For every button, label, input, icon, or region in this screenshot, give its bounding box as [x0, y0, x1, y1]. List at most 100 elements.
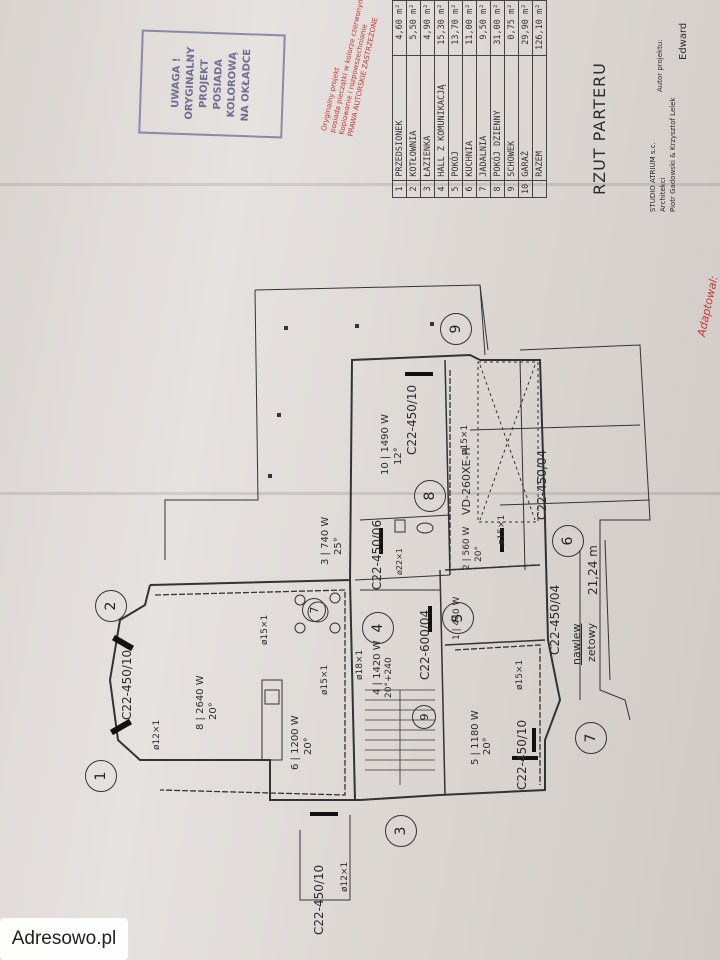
room-temp-label: 25° — [333, 537, 344, 555]
table-cell: POKÓJ DZIENNY — [490, 55, 505, 181]
grid-marker: 7 — [302, 598, 326, 622]
room-load-label: 6 | 1200 W — [290, 715, 301, 770]
vent-label: VD-260XE-H — [460, 447, 473, 515]
table-cell: 4,60 m² — [392, 0, 407, 56]
table-cell: ŁAZIENKA — [420, 55, 435, 181]
fold-line — [0, 492, 720, 495]
table-cell: 11,00 m² — [462, 0, 477, 56]
pipe-label: ø15×1 — [515, 659, 525, 690]
room-temp-label: 20° — [482, 737, 493, 755]
grid-marker: 6 — [552, 525, 584, 557]
dimension-label: 21,24 m — [586, 545, 600, 595]
author-label: Autor projektu: — [656, 39, 664, 92]
table-cell: 8 — [490, 180, 505, 198]
room-load-label: 10 | 1490 W — [380, 414, 391, 475]
table-cell: 2 — [406, 180, 421, 198]
table-cell: KUCHNIA — [462, 55, 477, 181]
radiator-label: C22-450/04 — [535, 449, 549, 520]
warning-stamp: UWAGA ! ORYGINALNY PROJEKT POSIADA KOLOR… — [138, 29, 286, 139]
table-cell: 5 — [448, 180, 463, 198]
table-cell: 9 — [504, 180, 519, 198]
radiator-label: C22-450/06 — [370, 519, 384, 590]
radiator-label: C22-450/10 — [515, 719, 529, 790]
fold-line — [0, 183, 720, 186]
room-temp-label: 12° — [393, 447, 404, 465]
table-cell: 31,00 m² — [490, 0, 505, 56]
room-load-label: 4 | 1420 W — [372, 640, 383, 695]
grid-marker: 2 — [95, 590, 127, 622]
firm-line: Architekci — [659, 177, 667, 212]
table-cell — [532, 180, 547, 198]
grid-marker: 3 — [385, 815, 417, 847]
grid-marker: 5 — [442, 602, 474, 634]
page-title: RZUT PARTERU — [590, 62, 609, 195]
stamp-line: NA OKŁADCE — [239, 48, 254, 122]
room-temp-label: 20° — [208, 702, 219, 720]
firm-line: Piotr Gadowski & Krzysztof Lelek — [669, 97, 677, 212]
room-temp-label: 20° — [474, 546, 484, 562]
pipe-label: ø18×1 — [355, 649, 365, 680]
table-cell: 29,90 m² — [518, 0, 533, 56]
room-load-label: 8 | 2640 W — [195, 675, 206, 730]
room-load-label: 3 | 740 W — [320, 516, 331, 565]
stamp-line: POSIADA KOLOROWĄ — [212, 51, 240, 118]
radiator-label: C22-450/10 — [120, 649, 134, 720]
grid-marker: 1 — [85, 760, 117, 792]
table-cell: KOTŁOWNIA — [406, 55, 421, 181]
radiator-label: C22-450/10 — [312, 864, 326, 935]
table-cell: GARAŻ — [518, 55, 533, 181]
table-cell: POKÓJ — [448, 55, 463, 181]
room-load-label: 5 | 1180 W — [470, 710, 481, 765]
table-cell: 9,50 m² — [476, 0, 491, 56]
stamp-line: ORYGINALNY PROJEKT — [183, 46, 211, 120]
pipe-label: ø15×1 — [460, 424, 470, 455]
table-cell: 6 — [462, 180, 477, 198]
radiator-label: C22-600/04 — [418, 609, 432, 680]
pipe-label: ø22×1 — [395, 548, 404, 575]
note-label: nawlew — [570, 623, 583, 665]
room-temp-label: 20°+240 — [384, 657, 394, 698]
table-cell: 5,50 m² — [406, 0, 421, 56]
table-cell: 4 — [434, 180, 449, 198]
note-label: zetowy — [585, 622, 598, 662]
pipe-label: ø15×1 — [497, 514, 507, 545]
pipe-label: ø12×1 — [152, 719, 162, 750]
pipe-label: ø12×1 — [340, 861, 350, 892]
pipe-label: ø15×1 — [320, 664, 330, 695]
radiator-label: C22-450/10 — [405, 384, 419, 455]
grid-marker: 9 — [412, 705, 436, 729]
table-cell: 4,90 m² — [420, 0, 435, 56]
grid-marker: 8 — [414, 480, 446, 512]
table-cell: SCHOWEK — [504, 55, 519, 181]
table-cell: RAZEM — [532, 55, 547, 181]
table-cell: 13,70 m² — [448, 0, 463, 56]
firm-name: STUDIO ATRIUM s.c. — [649, 142, 657, 212]
table-cell: PRZEDSIONEK — [392, 55, 407, 181]
room-load-label: 2 | 560 W — [462, 526, 472, 570]
table-cell: 15,30 m² — [434, 0, 449, 56]
pipe-label: ø15×1 — [260, 614, 270, 645]
table-cell: JADALNIA — [476, 55, 491, 181]
title-block: STUDIO ATRIUM s.c. Architekci Piotr Gado… — [648, 97, 678, 212]
grid-marker: 4 — [362, 612, 394, 644]
table-cell: 7 — [476, 180, 491, 198]
table-cell: 1 — [392, 180, 407, 198]
radiator-label: C22-450/04 — [548, 584, 562, 655]
grid-marker: 9 — [440, 313, 472, 345]
table-cell: HALL Z KOMUNIKACJĄ — [434, 55, 449, 181]
table-cell: 126,10 m² — [532, 0, 547, 56]
site-watermark[interactable]: Adresowo.pl — [0, 918, 128, 960]
grid-marker: 7 — [575, 722, 607, 754]
